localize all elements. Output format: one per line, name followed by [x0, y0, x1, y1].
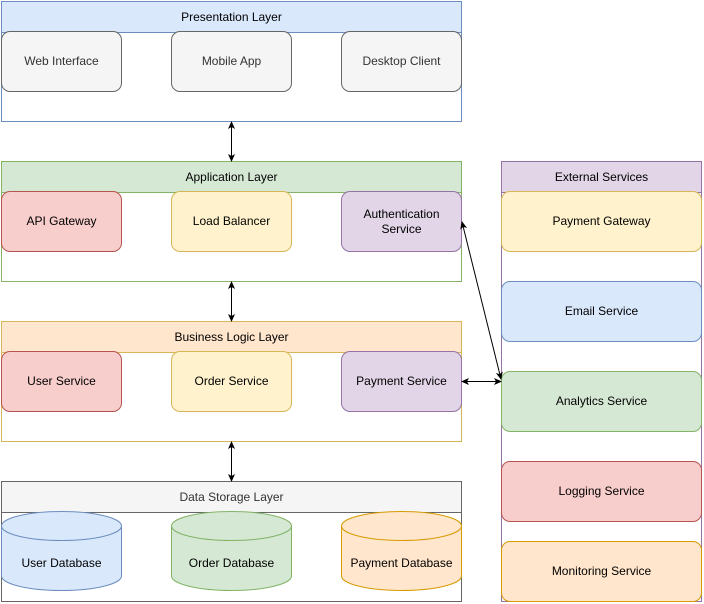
payment-gateway-node[interactable]: Payment Gateway: [501, 191, 702, 252]
monitoring-service-node[interactable]: Monitoring Service: [501, 541, 702, 602]
desktop-client-node[interactable]: Desktop Client: [341, 31, 462, 92]
database-cylinder-icon: [341, 511, 462, 591]
email-service-node[interactable]: Email Service: [501, 281, 702, 342]
analytics-service-node[interactable]: Analytics Service: [501, 371, 702, 432]
authentication-service-node[interactable]: Authentication Service: [341, 191, 462, 252]
order-database-node[interactable]: Order Database: [171, 511, 292, 592]
payment-service-node[interactable]: Payment Service: [341, 351, 462, 412]
business-logic-layer-title: Business Logic Layer: [2, 322, 461, 353]
arrow-auth-external: [460, 221, 503, 380]
order-database-label: Order Database: [188, 555, 275, 570]
payment-database-label: Payment Database: [350, 555, 453, 570]
external-services-title: External Services: [502, 162, 701, 193]
load-balancer-node[interactable]: Load Balancer: [171, 191, 292, 252]
api-gateway-node[interactable]: API Gateway: [1, 191, 122, 252]
order-service-node[interactable]: Order Service: [171, 351, 292, 412]
mobile-app-node[interactable]: Mobile App: [171, 31, 292, 92]
user-service-node[interactable]: User Service: [1, 351, 122, 412]
user-database-label: User Database: [21, 555, 102, 570]
database-cylinder-icon: [1, 511, 122, 591]
database-cylinder-icon: [171, 511, 292, 591]
logging-service-node[interactable]: Logging Service: [501, 461, 702, 522]
web-interface-node[interactable]: Web Interface: [1, 31, 122, 92]
payment-database-node[interactable]: Payment Database: [341, 511, 462, 592]
user-database-node[interactable]: User Database: [1, 511, 122, 592]
